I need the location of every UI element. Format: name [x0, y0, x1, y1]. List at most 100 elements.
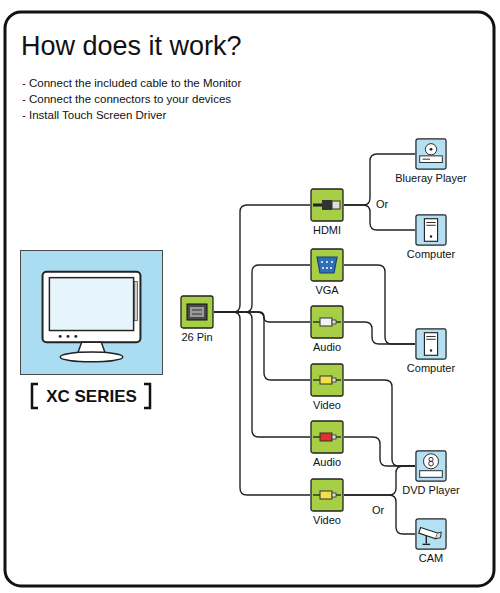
drawing-part [330, 267, 332, 269]
drawing-part [420, 471, 443, 478]
drawing-part [320, 433, 332, 441]
drawing-part [423, 454, 438, 469]
drawing-part [311, 306, 343, 338]
node-label: Computer [405, 362, 458, 375]
audio-connector: Audio [308, 420, 346, 469]
outer-frame [5, 12, 494, 586]
drawing-part [135, 282, 138, 321]
drawing-part [426, 225, 435, 226]
cable-line [214, 312, 310, 380]
drawing-part [322, 267, 324, 269]
vga-connector: VGA [308, 248, 346, 297]
node-label: 26 Pin [178, 331, 216, 344]
node-label: Audio [308, 341, 346, 354]
computer-device-icon [415, 214, 447, 246]
video-connector-icon [310, 363, 344, 397]
dvd-device-icon [415, 450, 447, 482]
node-label: CAM [413, 552, 449, 565]
drawing-part [332, 493, 336, 497]
cable-line [344, 322, 415, 344]
drawing-part [419, 527, 438, 538]
node-label: Computer [405, 248, 458, 261]
drawing-part [423, 159, 431, 160]
node-label: VGA [308, 284, 346, 297]
drawing-part [420, 156, 443, 163]
drawing-part [326, 261, 328, 263]
node-label: Audio [308, 456, 346, 469]
drawing-part [331, 261, 333, 263]
hdmi-connector-icon [310, 188, 344, 222]
title-text: How does it work? [21, 30, 242, 62]
cable-line [344, 380, 415, 466]
drawing-part [332, 320, 336, 324]
drawing-part [322, 200, 332, 210]
drawing-part [332, 378, 336, 382]
drawing-part [74, 335, 77, 338]
computer-device: Computer [405, 328, 458, 375]
cable-line [344, 265, 415, 344]
drawing-part [49, 278, 133, 331]
audio-connector-icon [310, 305, 344, 339]
video-connector-icon [310, 478, 344, 512]
drawing-part [426, 536, 427, 544]
drawing-part [317, 257, 337, 273]
cable-line [214, 205, 310, 312]
drawing-part [311, 364, 343, 396]
drawing-part [320, 376, 332, 384]
computer-device: Computer [405, 214, 458, 261]
right-bracket [144, 384, 150, 408]
monitor-panel: XC SERIES [20, 250, 163, 375]
pin-connector: 26 Pin [178, 295, 216, 344]
drawing-part [192, 314, 202, 315]
bluray-device: Blueray Player [393, 138, 469, 185]
drawing-part [416, 329, 446, 359]
dvd-device: DVD Player [400, 450, 462, 497]
drawing-part [59, 335, 62, 338]
hdmi-connector: HDMI [308, 188, 346, 237]
drawing-part [416, 451, 446, 481]
drawing-part [416, 519, 446, 549]
drawing-part [332, 435, 336, 439]
cable-line [214, 265, 310, 312]
drawing-part [436, 532, 442, 539]
node-label: Blueray Player [393, 172, 469, 185]
drawing-part [332, 201, 340, 209]
or-label: Or [376, 197, 388, 211]
drawing-part [60, 352, 123, 362]
drawing-part [190, 307, 204, 317]
drawing-part [43, 272, 141, 342]
node-label: DVD Player [400, 484, 462, 497]
drawing-part [320, 318, 332, 326]
node-label: Video [308, 514, 346, 527]
camera-device-icon [415, 518, 447, 550]
drawing-part [192, 310, 202, 311]
drawing-part [416, 139, 446, 169]
cable-line [344, 437, 415, 466]
drawing-part [430, 148, 433, 151]
drawing-part [429, 461, 434, 466]
drawing-part [311, 421, 343, 453]
computer-device-icon [415, 328, 447, 360]
cable-line [344, 495, 415, 534]
drawing-part [423, 544, 431, 545]
drawing-part [416, 215, 446, 245]
drawing-part [311, 189, 343, 221]
cable-line [214, 312, 310, 495]
series-name: XC SERIES [21, 387, 162, 407]
drawing-part [430, 349, 432, 351]
audio-connector-icon [310, 420, 344, 454]
video-connector: Video [308, 363, 346, 412]
drawing-part [311, 479, 343, 511]
drawing-part [67, 335, 70, 338]
cable-line [214, 312, 310, 437]
node-label: Video [308, 399, 346, 412]
drawing-part [424, 219, 437, 242]
camera-device: CAM [413, 518, 449, 565]
vga-connector-icon [310, 248, 344, 282]
video-connector: Video [308, 478, 346, 527]
bluray-device-icon [415, 138, 447, 170]
or-label: Or [372, 503, 384, 517]
drawing-part [426, 339, 435, 340]
